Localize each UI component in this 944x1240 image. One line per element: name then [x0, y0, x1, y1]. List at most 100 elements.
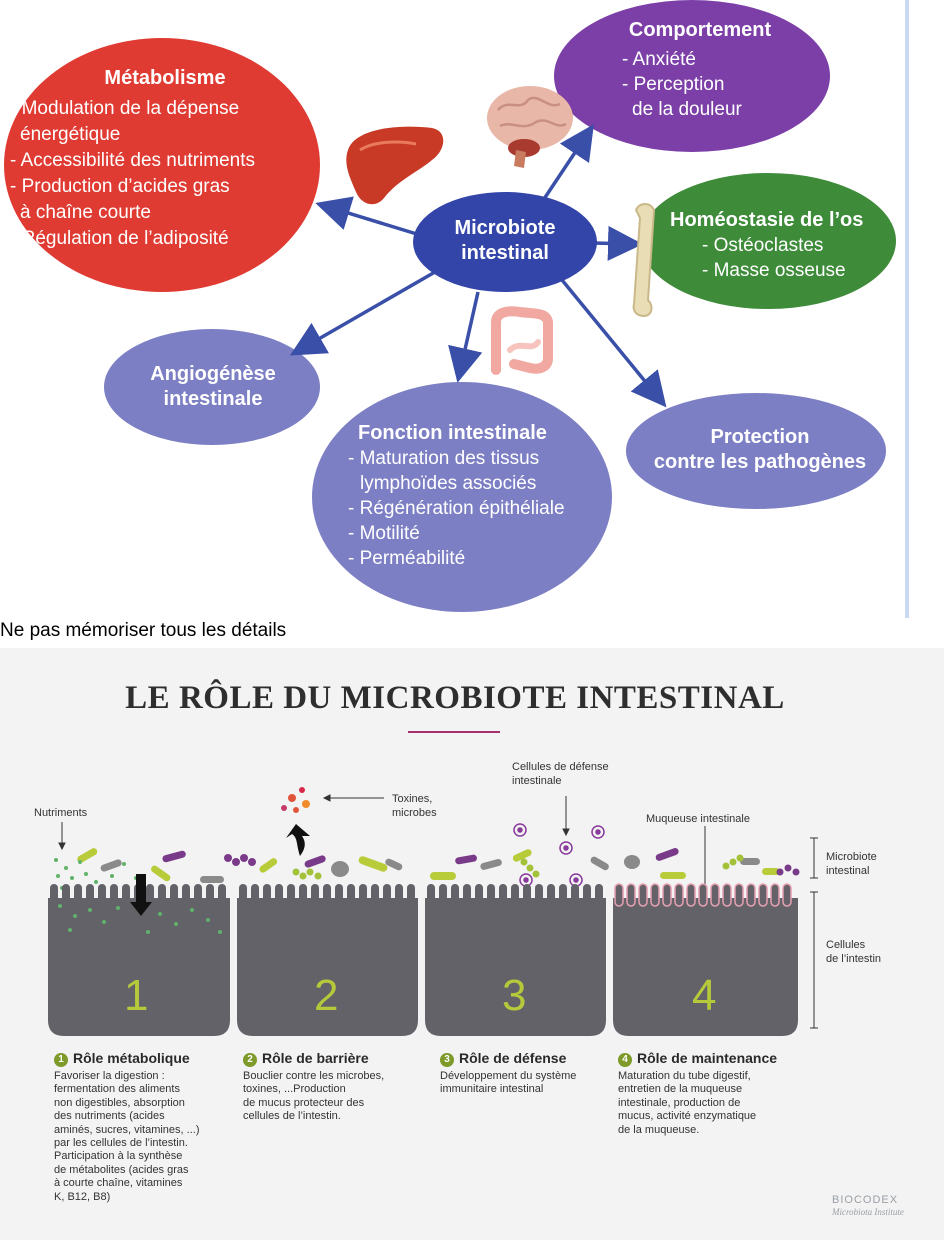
villus: [698, 883, 708, 907]
villus: [638, 883, 648, 907]
bacteria-layer: [54, 823, 800, 892]
center-text: Microbiote intestinal: [454, 217, 556, 264]
intestine-illustration: 1 2 3 4: [48, 787, 818, 1036]
villus: [427, 884, 435, 906]
infographic-title: LE RÔLE DU MICROBIOTE INTESTINAL: [125, 680, 785, 716]
metabolisme-item: - Production d’acides gras: [10, 176, 230, 197]
protection-text: Protection contre les pathogènes: [653, 426, 867, 473]
arrow-os: [591, 225, 643, 261]
comportement-item: - Perception: [622, 74, 725, 95]
villus: [758, 883, 768, 907]
villus: [746, 883, 756, 907]
os-text: Homéostasie de l’os - Ostéoclastes - Mas…: [670, 208, 900, 283]
metabolisme-bubble: [4, 38, 320, 292]
villus: [547, 884, 555, 906]
metabolisme-item: énergétique: [20, 124, 121, 145]
block-number: 4: [692, 971, 716, 1020]
villus: [263, 884, 271, 906]
villus: [722, 883, 732, 907]
villus: [146, 884, 154, 906]
arrow-comportement: [538, 124, 594, 206]
label-microbiote: Microbiote intestinal: [826, 851, 877, 877]
metabolisme-title: Métabolisme: [104, 67, 226, 89]
metabolisme-list: - Modulation de la dépense énergétique -…: [10, 96, 330, 252]
villus: [770, 883, 780, 907]
section-number-badge: 1: [54, 1053, 68, 1067]
villus: [523, 884, 531, 906]
section-number-badge: 2: [243, 1053, 257, 1067]
villus: [74, 884, 82, 906]
section-number-badge: 3: [440, 1053, 454, 1067]
villus: [182, 884, 190, 906]
section-body-1: Favoriser la digestion : fermentation de…: [54, 1070, 200, 1203]
metabolisme-item: - Accessibilité des nutriments: [10, 150, 255, 171]
mindmap-panel: Métabolisme - Modulation de la dépense é…: [0, 0, 944, 618]
villus: [734, 883, 744, 907]
brain-icon: [487, 86, 573, 168]
comportement-bubble: [554, 0, 830, 152]
section-body-4: Maturation du tube digestif, entretien d…: [618, 1070, 757, 1136]
villus: [559, 884, 567, 906]
up-arrow-icon: [286, 824, 310, 856]
comportement-item: de la douleur: [632, 99, 742, 120]
villus: [359, 884, 367, 906]
biocodex-logo: BIOCODEX Microbiota Institute: [832, 1194, 904, 1217]
label-toxines: Toxines, microbes: [392, 793, 437, 819]
label-muqueuse: Muqueuse intestinale: [646, 813, 750, 825]
section-body-3: Développement du système immunitaire int…: [440, 1070, 577, 1096]
title-underline: [408, 731, 500, 733]
villi-fingers: [50, 883, 792, 907]
villus: [407, 884, 415, 906]
fonction-text: Fonction intestinale - Maturation des ti…: [340, 421, 610, 571]
protection-bubble: [626, 393, 886, 509]
metabolisme-item: - Modulation de la dépense: [10, 98, 240, 119]
metabolisme-item: - Régulation de l’adiposité: [10, 228, 229, 249]
block-number: 1: [124, 971, 148, 1020]
arrow-protection: [560, 278, 667, 408]
panel-border: [905, 0, 909, 618]
os-title: Homéostasie de l’os: [670, 209, 864, 231]
liver-icon: [346, 126, 444, 205]
villus: [475, 884, 483, 906]
fonction-item: - Motilité: [348, 523, 420, 544]
villus: [287, 884, 295, 906]
label-nutriments: Nutriments: [34, 807, 88, 819]
infographic-panel: LE RÔLE DU MICROBIOTE INTESTINAL: [0, 648, 944, 1240]
villus: [170, 884, 178, 906]
fonction-item: - Perméabilité: [348, 548, 466, 569]
villus: [98, 884, 106, 906]
villus: [194, 884, 202, 906]
villus: [614, 883, 624, 907]
fonction-title: Fonction intestinale: [358, 422, 547, 444]
label-cellules-intestin: Cellules de l’intestin: [826, 939, 882, 965]
section-body-2: Bouclier contre les microbes, toxines, .…: [243, 1070, 385, 1123]
villus: [383, 884, 391, 906]
fonction-item: lymphoïdes associés: [360, 473, 537, 494]
villus: [499, 884, 507, 906]
villus: [626, 883, 636, 907]
villus: [571, 884, 579, 906]
villus: [511, 884, 519, 906]
angiogenese-bubble: [104, 329, 320, 445]
villus: [371, 884, 379, 906]
comportement-item: - Anxiété: [622, 49, 696, 70]
villus: [62, 884, 70, 906]
villus: [50, 884, 58, 906]
angiogenese-text: Angiogénèse intestinale: [150, 363, 276, 410]
villus: [463, 884, 471, 906]
comportement-title: Comportement: [628, 19, 772, 41]
villus: [535, 884, 543, 906]
villus: [218, 884, 226, 906]
os-bubble: [640, 173, 896, 309]
arrow-angiogenese: [289, 270, 436, 356]
block-number: 2: [314, 971, 338, 1020]
villus: [782, 883, 792, 907]
villus: [239, 884, 247, 906]
villus: [710, 883, 720, 907]
note-text: Ne pas mémoriser tous les détails: [0, 620, 287, 641]
villus: [275, 884, 283, 906]
villus: [674, 883, 684, 907]
